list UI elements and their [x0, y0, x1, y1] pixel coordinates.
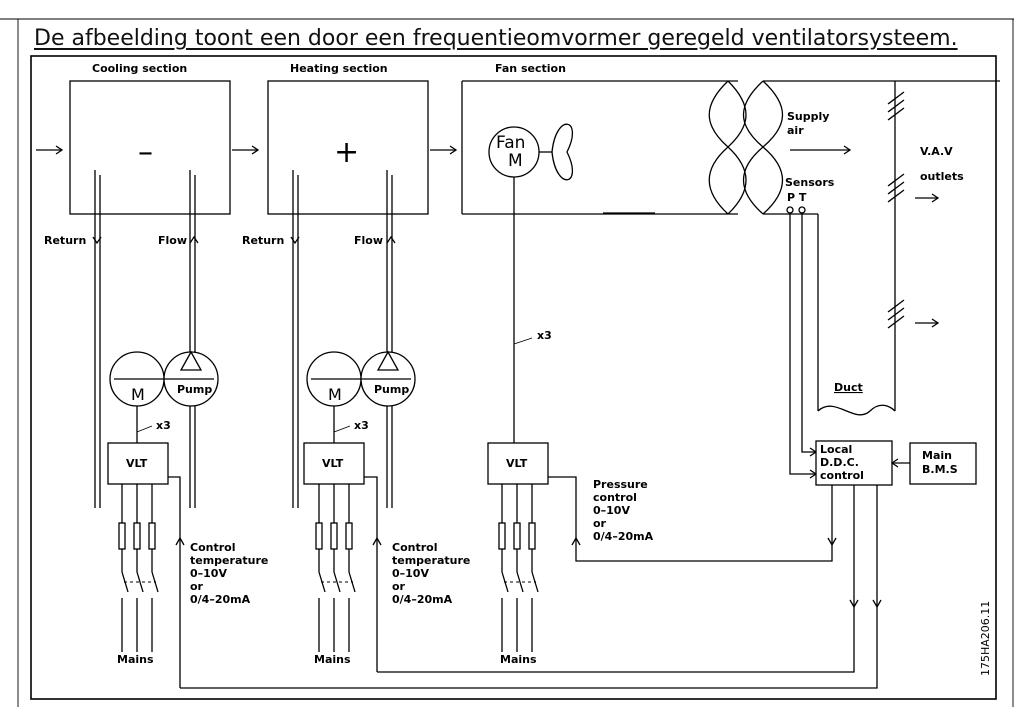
pressure-signal-line1: Pressure [593, 478, 648, 491]
bms-line2: B.M.S [922, 463, 958, 476]
drawing-code: 175HA206.11 [979, 601, 992, 676]
control-signal-cooling-line1: Control [190, 541, 235, 554]
cable-label-fan: x3 [537, 329, 552, 342]
cooling-section-label: Cooling section [92, 62, 187, 75]
control-signal-heating-line1: Control [392, 541, 437, 554]
fan-section-label: Fan section [495, 62, 566, 75]
control-signal-heating-line5: 0/4–20mA [392, 593, 453, 606]
heating-section: + Return Flow M Pump x3 VLT [232, 80, 470, 672]
pump-label-cooling: Pump [177, 383, 212, 396]
control-signal-heating-line3: 0–10V [392, 567, 429, 580]
pressure-signal-line2: control [593, 491, 637, 504]
pressure-signal-line3: 0–10V [593, 504, 630, 517]
vav-line1: V.A.V [920, 145, 953, 158]
diagram-frame [30, 55, 997, 700]
cooling-section: – Return Flow M Pump x3 VLT [36, 80, 268, 688]
mains-label-fan: Mains [500, 653, 537, 666]
ddc-line2: D.D.C. [820, 456, 859, 469]
figure-caption: De afbeelding toont een door een frequen… [34, 26, 958, 51]
pump-label-heating: Pump [374, 383, 409, 396]
sensors-line2: P T [787, 191, 807, 204]
pressure-signal-line5: 0/4–20mA [593, 530, 654, 543]
control-signal-cooling-line3: 0–10V [190, 567, 227, 580]
heating-section-label: Heating section [290, 62, 388, 75]
flow-label-cooling: Flow [158, 234, 187, 247]
fan-motor-label: M [508, 151, 523, 171]
vav-line2: outlets [920, 170, 964, 183]
control-signal-heating-line2: temperature [392, 554, 470, 567]
bms-controller: Main B.M.S [890, 442, 977, 485]
control-signal-cooling-line4: or [190, 580, 204, 593]
bms-line1: Main [922, 449, 952, 462]
control-signal-cooling-line2: temperature [190, 554, 268, 567]
fan-section: Fan M x3 VLT Mains Pressure control 0–10… [430, 80, 1000, 666]
vlt-label-heating: VLT [322, 457, 344, 470]
vlt-label-cooling: VLT [126, 457, 148, 470]
duct: Supply air Sensors P T V.A.V outlets Duc… [763, 81, 964, 479]
return-label-cooling: Return [44, 234, 86, 247]
vlt-label-fan: VLT [506, 457, 528, 470]
control-signal-heating-line4: or [392, 580, 406, 593]
minus-symbol: – [138, 135, 153, 170]
return-label-heating: Return [242, 234, 284, 247]
duct-label: Duct [834, 381, 863, 394]
sensors-line1: Sensors [785, 176, 835, 189]
mains-label-heating: Mains [314, 653, 351, 666]
ddc-line3: control [820, 469, 864, 482]
cable-label-heating: x3 [354, 419, 369, 432]
pressure-signal-line4: or [593, 517, 607, 530]
plus-symbol: + [334, 135, 359, 170]
mains-label-cooling: Mains [117, 653, 154, 666]
cable-label-cooling: x3 [156, 419, 171, 432]
ddc-controller: Local D.D.C. control [180, 440, 893, 689]
fan-label: Fan [496, 133, 525, 153]
supply-air-line2: air [787, 124, 804, 137]
flow-label-heating: Flow [354, 234, 383, 247]
motor-label-heating: M [328, 385, 342, 404]
ddc-line1: Local [820, 443, 852, 456]
motor-label-cooling: M [131, 385, 145, 404]
control-signal-cooling-line5: 0/4–20mA [190, 593, 251, 606]
supply-air-line1: Supply [787, 110, 829, 123]
